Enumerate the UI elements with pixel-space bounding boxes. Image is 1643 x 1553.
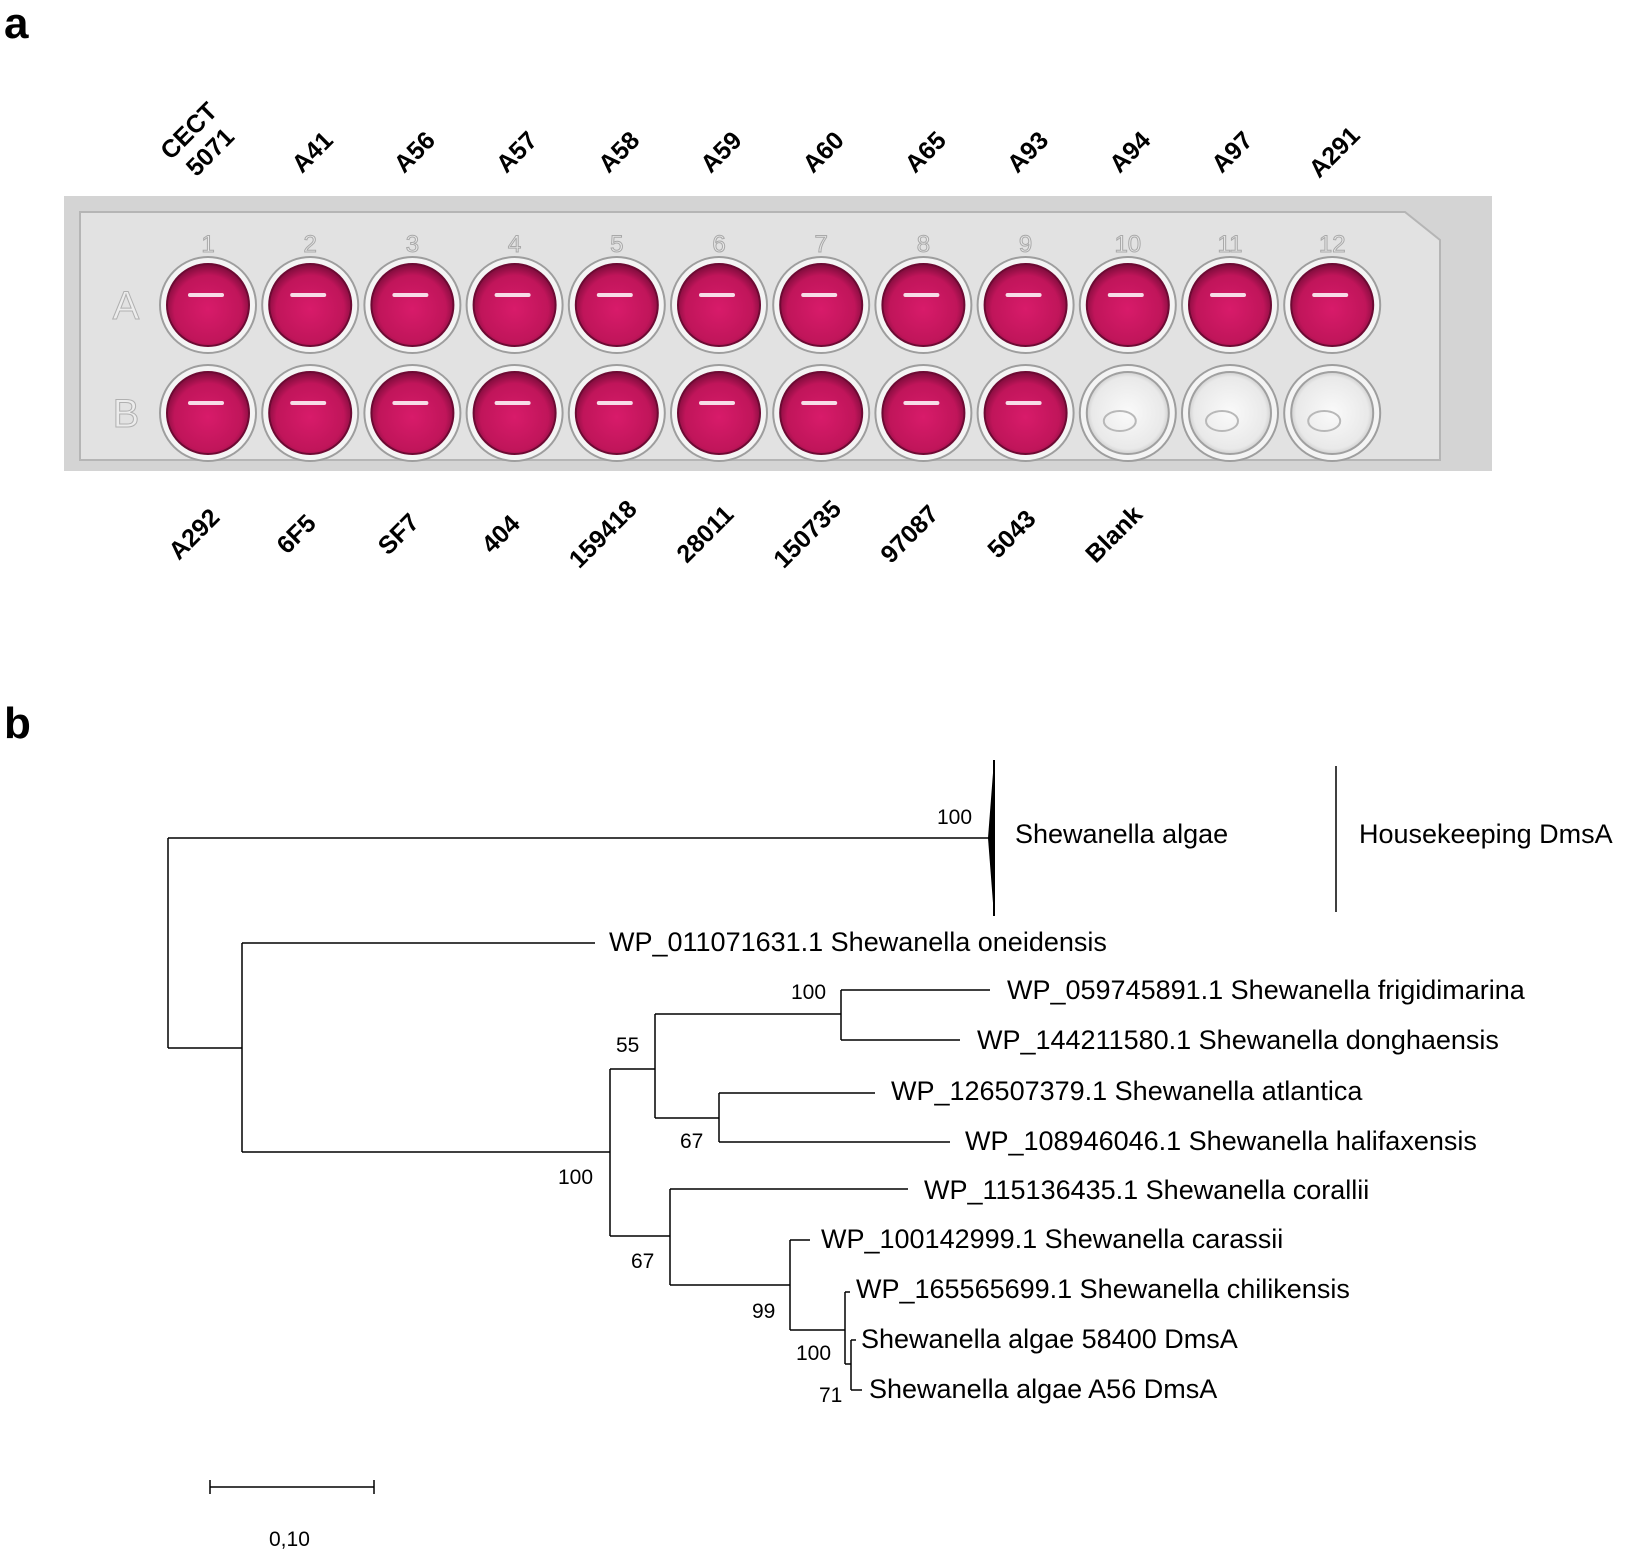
bootstrap-collapsed-clade: 100 xyxy=(937,806,972,829)
bootstrap-frig-hal: 55 xyxy=(616,1034,639,1057)
bootstrap-algae-pair: 71 xyxy=(819,1384,842,1407)
bootstrap-values: 100 100 55 67 100 67 99 100 71 xyxy=(558,806,972,1407)
taxon-halifaxensis: WP_108946046.1 Shewanella halifaxensis xyxy=(965,1126,1477,1156)
well-positive xyxy=(465,364,564,462)
well-positive xyxy=(670,256,768,354)
column-number: 7 xyxy=(815,231,828,258)
well-positive xyxy=(1181,256,1279,354)
bootstrap-car-group: 99 xyxy=(752,1300,775,1323)
taxon-labels: Shewanella algae Housekeeping DmsA WP_01… xyxy=(609,819,1613,1404)
column-number: 1 xyxy=(201,231,214,258)
column-number: 10 xyxy=(1114,231,1141,258)
column-number: 11 xyxy=(1218,231,1243,258)
well-empty xyxy=(1181,364,1279,462)
column-number: 3 xyxy=(406,231,419,258)
well-positive xyxy=(874,256,973,354)
well-positive xyxy=(567,364,666,462)
well-positive xyxy=(363,364,462,462)
taxon-algae-58400: Shewanella algae 58400 DmsA xyxy=(861,1324,1238,1354)
taxon-chilikensis: WP_165565699.1 Shewanella chilikensis xyxy=(856,1274,1350,1304)
taxon-atlantica: WP_126507379.1 Shewanella atlantica xyxy=(891,1076,1363,1106)
well-positive xyxy=(874,364,973,462)
panel-b-letter: b xyxy=(4,699,31,748)
bootstrap-ingroup: 100 xyxy=(558,1166,593,1189)
lower-clade-branches xyxy=(610,1188,908,1391)
well-positive xyxy=(1078,256,1177,354)
well-positive xyxy=(1283,256,1382,354)
column-number: 4 xyxy=(508,231,521,258)
well-positive xyxy=(772,364,871,462)
taxon-algae-a56: Shewanella algae A56 DmsA xyxy=(869,1374,1217,1404)
taxon-frigidimarina: WP_059745891.1 Shewanella frigidimarina xyxy=(1007,975,1526,1005)
well-positive xyxy=(976,256,1075,354)
scale-bar: 0,10 xyxy=(209,1480,375,1551)
row-letter: A xyxy=(113,284,140,328)
column-number: 12 xyxy=(1319,231,1346,258)
scale-bar-label: 0,10 xyxy=(269,1528,310,1551)
well-empty xyxy=(1283,364,1382,462)
column-number: 9 xyxy=(1019,231,1032,258)
taxon-corallii: WP_115136435.1 Shewanella corallii xyxy=(924,1175,1369,1205)
column-number: 5 xyxy=(610,231,623,258)
taxon-carassii: WP_100142999.1 Shewanella carassii xyxy=(821,1224,1283,1254)
well-positive xyxy=(567,256,666,354)
taxon-oneidensis: WP_011071631.1 Shewanella oneidensis xyxy=(609,927,1107,957)
bootstrap-algae-group: 100 xyxy=(796,1342,831,1365)
well-positive xyxy=(261,364,360,462)
column-number: 8 xyxy=(917,231,930,258)
well-positive xyxy=(670,364,768,462)
upper-clade-branches xyxy=(609,989,990,1236)
bootstrap-cor-group: 67 xyxy=(631,1250,654,1273)
tree-branches xyxy=(167,760,1337,1391)
well-positive xyxy=(261,256,360,354)
collapsed-clade-triangle xyxy=(988,760,994,916)
group-label: Housekeeping DmsA xyxy=(1359,819,1613,849)
well-empty xyxy=(1078,364,1177,462)
well-positive xyxy=(363,256,462,354)
well-positive xyxy=(159,256,257,354)
bootstrap-atl-hal: 67 xyxy=(680,1130,703,1153)
collapsed-clade-label: Shewanella algae xyxy=(1015,819,1228,849)
column-number: 6 xyxy=(712,231,725,258)
bootstrap-frig-dong: 100 xyxy=(791,981,826,1004)
row-letter: B xyxy=(113,392,140,436)
well-positive xyxy=(976,364,1075,462)
well-positive xyxy=(772,256,871,354)
column-number: 2 xyxy=(304,231,317,258)
root-branches xyxy=(167,837,990,1153)
panel-a-letter: a xyxy=(4,0,29,48)
taxon-donghaensis: WP_144211580.1 Shewanella donghaensis xyxy=(977,1025,1499,1055)
well-positive xyxy=(159,364,257,462)
well-positive xyxy=(465,256,564,354)
